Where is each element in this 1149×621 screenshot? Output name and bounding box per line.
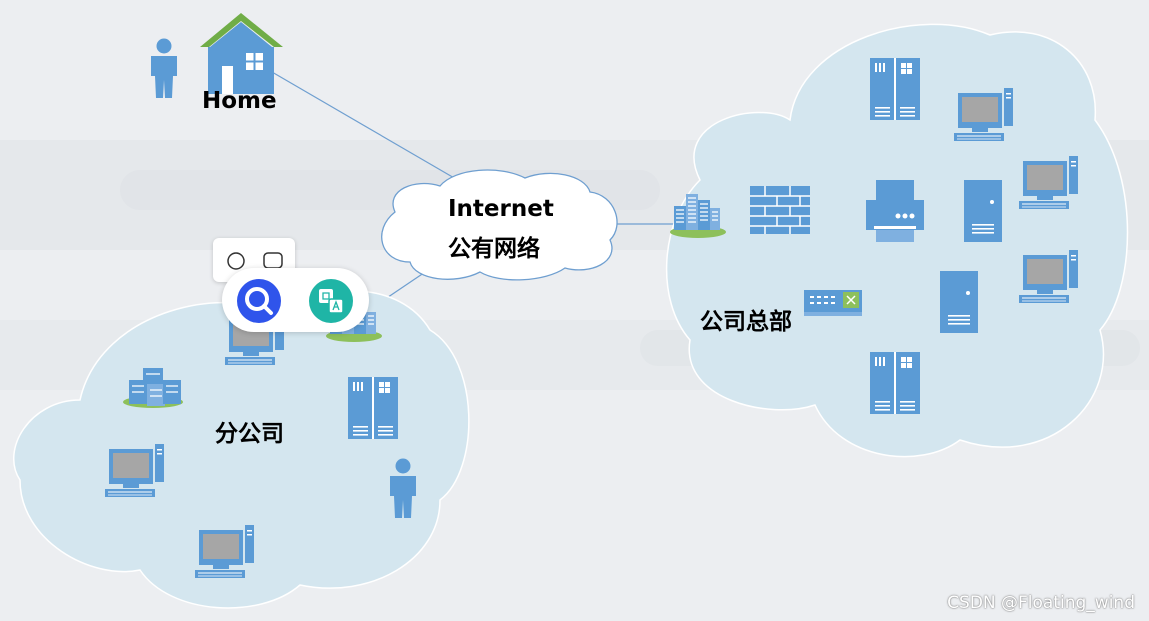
public-network-label: 公有网络: [448, 236, 540, 262]
branch-server-icon: [347, 376, 399, 440]
translate-icon[interactable]: [308, 278, 354, 324]
home-icon: [200, 13, 283, 94]
watermark: CSDN @Floating_wind: [947, 593, 1135, 613]
search-icon[interactable]: [236, 278, 282, 324]
switch-icon: [804, 290, 862, 316]
internet-cloud: [381, 169, 618, 281]
home-label: Home: [202, 88, 277, 114]
internet-label: Internet: [448, 196, 554, 222]
quick-action-toolbar: [222, 268, 369, 332]
branch-server-cluster-icon: [123, 368, 183, 408]
hq-server-icon-2: [869, 351, 921, 415]
firewall-icon: [750, 186, 810, 234]
hq-tower-icon-1: [964, 180, 1002, 242]
headquarters-label: 公司总部: [700, 309, 792, 335]
hq-server-icon-1: [869, 57, 921, 121]
hq-tower-icon-2: [940, 271, 978, 333]
branch-label: 分公司: [215, 421, 284, 447]
circle-icon[interactable]: [225, 250, 247, 272]
printer-icon: [866, 180, 924, 242]
